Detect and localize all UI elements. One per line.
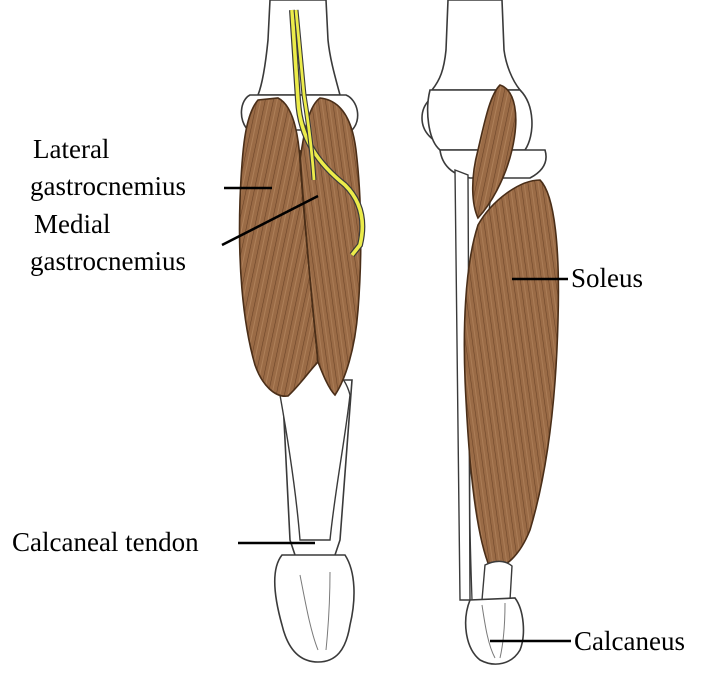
femur-right — [432, 0, 520, 90]
soleus-muscle — [464, 180, 558, 568]
label-calcaneal-tendon: Calcaneal tendon — [12, 526, 199, 558]
label-soleus: Soleus — [571, 262, 643, 294]
label-medial-gastrocnemius: gastrocnemius — [30, 245, 186, 277]
right-leg — [422, 0, 558, 664]
calcaneus-bone — [466, 598, 524, 664]
heel-left — [275, 555, 354, 662]
left-leg — [240, 0, 363, 662]
label-medial: Medial — [34, 208, 110, 240]
calcaneal-tendon-right — [482, 561, 512, 600]
label-lateral: Lateral — [33, 133, 109, 165]
label-lateral-gastrocnemius: gastrocnemius — [30, 170, 186, 202]
label-calcaneus: Calcaneus — [574, 625, 685, 657]
